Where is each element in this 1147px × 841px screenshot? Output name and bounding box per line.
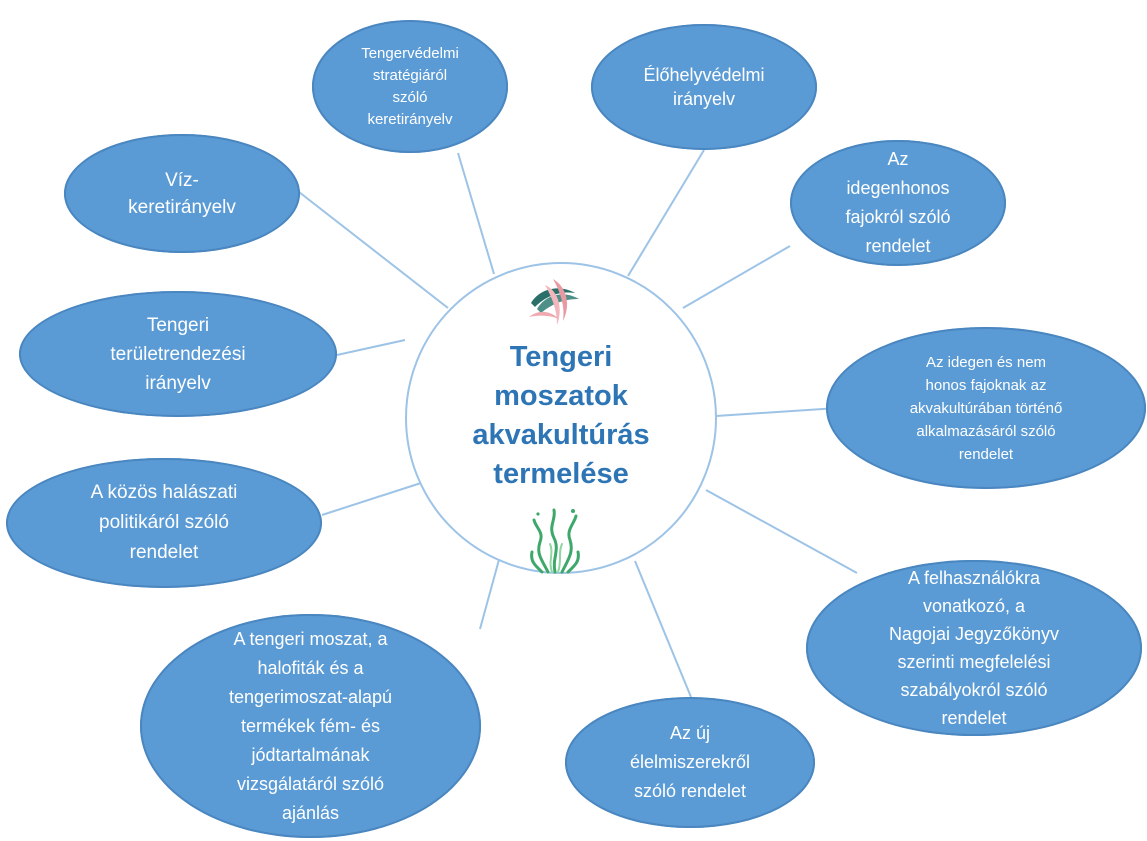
connector-idegenhonos bbox=[682, 245, 791, 309]
connector-nagojai bbox=[705, 489, 858, 574]
connector-uj-elelmiszerek bbox=[634, 560, 692, 698]
connector-halaszati bbox=[321, 482, 422, 516]
node-idegenhonos-label: Az idegenhonos fajokról szóló rendelet bbox=[845, 149, 951, 256]
node-uj-elelmiszerek-label: Az új élelmiszerekről szóló rendelet bbox=[629, 723, 751, 801]
node-teruletrendezesi: Tengeri területrendezési irányelv bbox=[19, 291, 337, 417]
node-halaszati: A közös halászati politikáról szóló rend… bbox=[6, 458, 322, 588]
node-tengervedelmi: Tengervédelmi stratégiáról szóló keretir… bbox=[312, 20, 508, 153]
node-uj-elelmiszerek: Az új élelmiszerekről szóló rendelet bbox=[565, 697, 815, 828]
seaweed-strands-icon bbox=[530, 508, 580, 574]
node-teruletrendezesi-label: Tengeri területrendezési irányelv bbox=[110, 314, 246, 394]
connector-tengervedelmi bbox=[457, 152, 495, 275]
node-elohelyvedelmi: Élőhelyvédelmi irányelv bbox=[591, 24, 817, 150]
node-idegenhonos: Az idegenhonos fajokról szóló rendelet bbox=[790, 140, 1006, 266]
node-viz-keretiranyelv: Víz- keretirányelv bbox=[64, 134, 300, 253]
central-topic-title: Tengeri moszatok akvakultúrás termelése bbox=[472, 341, 650, 490]
node-viz-keretiranyelv-label: Víz- keretirányelv bbox=[128, 169, 236, 218]
connector-idegen-nem-honos bbox=[715, 407, 839, 417]
node-nagojai: A felhasználókra vonatkozó, a Nagojai Je… bbox=[806, 560, 1142, 736]
connector-lines bbox=[298, 149, 858, 698]
node-fem-jod-label: A tengeri moszat, a halofiták és a tenge… bbox=[228, 628, 393, 823]
node-halaszati-label: A közös halászati politikáról szóló rend… bbox=[90, 482, 238, 563]
node-idegen-nem-honos-label: Az idegen és nem honos fajoknak az akvak… bbox=[909, 353, 1063, 463]
connector-elohelyvedelmi bbox=[627, 149, 705, 277]
connector-fem-jod bbox=[479, 555, 501, 630]
node-fem-jod: A tengeri moszat, a halofiták és a tenge… bbox=[140, 614, 481, 838]
node-elohelyvedelmi-label: Élőhelyvédelmi irányelv bbox=[643, 65, 765, 109]
connector-teruletrendezesi bbox=[336, 339, 406, 356]
seaweed-leaves-icon bbox=[529, 279, 579, 325]
node-tengervedelmi-label: Tengervédelmi stratégiáról szóló keretir… bbox=[361, 44, 459, 128]
node-idegen-nem-honos: Az idegen és nem honos fajoknak az akvak… bbox=[826, 327, 1146, 489]
node-nagojai-label: A felhasználókra vonatkozó, a Nagojai Je… bbox=[888, 568, 1060, 728]
connector-viz-keretiranyelv bbox=[298, 191, 449, 309]
